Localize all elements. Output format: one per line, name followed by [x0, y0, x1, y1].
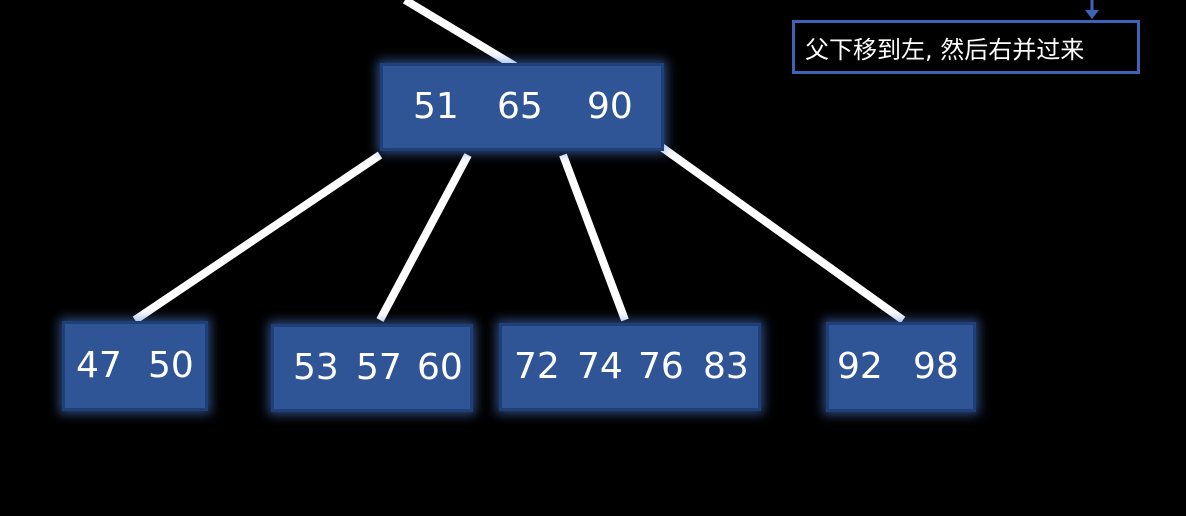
child-4-key-1: 92	[837, 346, 883, 387]
child-2-key-3: 60	[417, 347, 463, 388]
callout-arrow-head	[1085, 10, 1099, 19]
edge-root-to-child-2	[376, 153, 472, 322]
child-3-key-3: 76	[638, 346, 684, 387]
child-2-key-2: 57	[356, 347, 402, 388]
annotation-text: 父下移到左, 然后右并过来	[805, 35, 1085, 64]
child-3-key-4: 83	[703, 346, 749, 387]
child-1-key-1: 47	[76, 345, 122, 386]
child-3-key-2: 74	[577, 346, 623, 387]
child-3-key-1: 72	[514, 346, 560, 387]
edge-root-to-child-4	[657, 142, 906, 324]
child-node-2: 53 57 60	[271, 324, 473, 412]
child-node-4: 92 98	[826, 322, 976, 412]
child-4-key-2: 98	[913, 346, 959, 387]
child-2-key-1: 53	[293, 347, 339, 388]
edge-root-to-child-1	[132, 151, 383, 324]
child-node-3: 72 74 76 83	[499, 323, 761, 411]
root-key-2: 65	[497, 86, 543, 127]
child-node-1: 47 50	[62, 321, 208, 411]
root-node: 51 65 90	[380, 63, 664, 151]
edge-to-parent	[402, 0, 518, 70]
root-key-3: 90	[587, 86, 633, 127]
root-key-1: 51	[413, 86, 459, 127]
edge-root-to-child-3	[559, 153, 629, 322]
annotation-callout: 父下移到左, 然后右并过来	[792, 20, 1140, 74]
child-1-key-2: 50	[148, 345, 194, 386]
